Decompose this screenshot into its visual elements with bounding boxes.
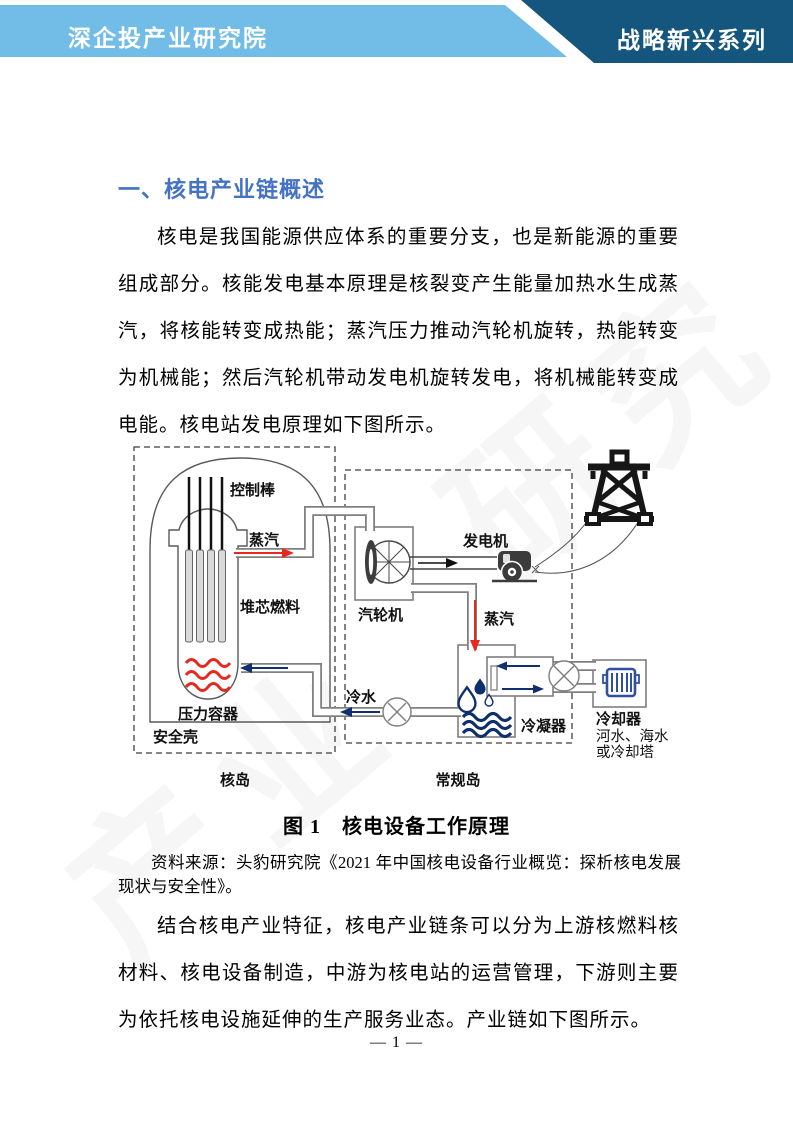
control-rods (187, 477, 224, 556)
series-name: 战略新兴系列 (617, 27, 767, 53)
transmission-tower-icon (584, 449, 654, 526)
label-cold-water: 冷水 (346, 688, 377, 706)
label-cooler-sub2: 或冷却塔 (596, 744, 654, 761)
label-core-fuel: 堆芯燃料 (240, 598, 300, 616)
pump-primary (382, 697, 412, 727)
label-generator: 发电机 (462, 532, 508, 550)
paragraph-industry-chain: 结合核电产业特征，核电产业链条可以分为上游核燃料核材料、核电设备制造，中游为核电… (118, 916, 679, 1031)
fuel-rods (185, 549, 226, 643)
conventional-island-boundary (344, 469, 573, 744)
cooling-loop-arrow-left (496, 661, 540, 671)
label-condenser: 冷凝器 (521, 717, 567, 735)
header-band-light (0, 5, 567, 57)
label-conventional-island: 常规岛 (435, 771, 480, 789)
label-pressure-vessel: 压力容器 (178, 705, 239, 723)
paragraph-intro: 核电是我国能源供应体系的重要分支，也是新能源的重要组成部分。核能发电基本原理是核… (118, 227, 679, 436)
label-steam-left: 蒸汽 (249, 531, 279, 549)
figure-caption: 图 1 核电设备工作原理 (283, 816, 510, 838)
label-turbine: 汽轮机 (358, 606, 403, 624)
cooling-loop-arrow-right (502, 684, 544, 694)
pump-cooling (548, 660, 580, 692)
generator-icon (492, 551, 537, 584)
org-name: 深企投产业研究院 (68, 25, 268, 51)
label-control-rods: 控制棒 (230, 481, 276, 499)
figure-source: 资料来源：头豹研究院《2021 年中国核电设备行业概览：探析核电发展现状与安全性… (118, 853, 681, 896)
steam-arrow-down (470, 600, 480, 652)
label-steam-right: 蒸汽 (484, 610, 514, 628)
label-cooler-sub1: 河水、海水 (596, 728, 669, 745)
coldwater-arrow-return (340, 707, 380, 717)
section-heading: 一、核电产业链概述 (118, 177, 326, 202)
nuclear-island-boundary (133, 446, 336, 754)
condenser-water-waves (461, 711, 513, 739)
label-containment: 安全壳 (153, 728, 198, 746)
drive-shaft (410, 556, 497, 570)
label-nuclear-island: 核岛 (220, 771, 250, 789)
radiator-icon (602, 667, 640, 698)
shaft-arrow (418, 558, 458, 568)
steam-arrow-right (234, 548, 294, 558)
coldwater-arrow-into-vessel (240, 663, 288, 673)
reactor-heat-waves (184, 658, 232, 692)
heat-exchanger-plate (490, 665, 498, 691)
figure-diagram: 控制棒 蒸汽 堆芯燃料 压力容器 安全壳 核岛 汽轮机 发电机 蒸汽 冷水 冷凝… (133, 446, 669, 789)
label-cooler: 冷却器 (596, 710, 642, 728)
condensate-drops-icon (457, 678, 494, 714)
turbine-icon (365, 540, 411, 584)
page-number: — 1 — (370, 1034, 423, 1051)
